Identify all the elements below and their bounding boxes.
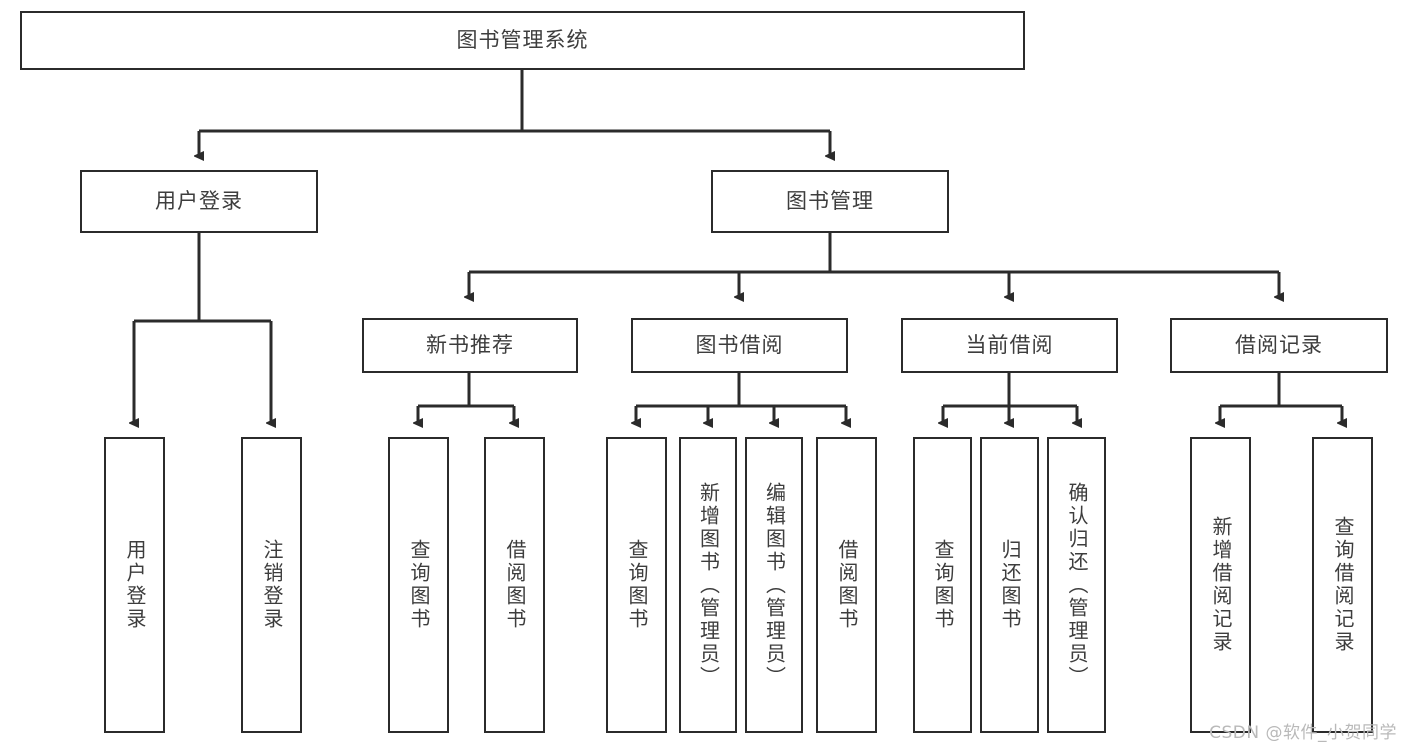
leaf-record-query-borrow-record[interactable]: 查询借阅记录 (1312, 437, 1373, 733)
node-label: 新增图书（管理员） (696, 481, 721, 689)
leaf-record-add-borrow-record[interactable]: 新增借阅记录 (1190, 437, 1251, 733)
node-label: 确认归还（管理员） (1065, 481, 1089, 689)
node-label: 图书管理系统 (456, 27, 589, 52)
watermark: CSDN @软件_小贺同学 (1209, 723, 1397, 743)
node-label: 查询图书 (931, 539, 955, 631)
node-label: 当前借阅 (965, 332, 1054, 357)
node-label: 图书管理 (786, 188, 874, 213)
node-label: 用户登录 (155, 188, 243, 213)
leaf-borrow-edit-book-admin[interactable]: 编辑图书（管理员） (745, 437, 803, 733)
node-current-borrow[interactable]: 当前借阅 (901, 318, 1118, 373)
leaf-current-query-book[interactable]: 查询图书 (913, 437, 972, 733)
node-label: 借阅图书 (503, 539, 527, 631)
node-label: 查询图书 (407, 539, 431, 631)
node-label: 查询借阅记录 (1331, 516, 1355, 654)
node-label: 查询图书 (625, 539, 649, 631)
node-user-login[interactable]: 用户登录 (80, 170, 318, 233)
node-label: 用户登录 (123, 539, 147, 631)
node-label: 新增借阅记录 (1209, 516, 1233, 654)
node-book-borrow[interactable]: 图书借阅 (631, 318, 848, 373)
leaf-new-book-query[interactable]: 查询图书 (388, 437, 449, 733)
node-label: 归还图书 (998, 539, 1022, 631)
leaf-current-return-book[interactable]: 归还图书 (980, 437, 1039, 733)
leaf-current-confirm-return-admin[interactable]: 确认归还（管理员） (1047, 437, 1106, 733)
leaf-new-book-borrow[interactable]: 借阅图书 (484, 437, 545, 733)
node-label: 新书推荐 (426, 332, 514, 357)
node-label: 借阅记录 (1235, 332, 1323, 357)
node-new-book-recommend[interactable]: 新书推荐 (362, 318, 578, 373)
leaf-borrow-add-book-admin[interactable]: 新增图书（管理员） (679, 437, 737, 733)
node-book-management[interactable]: 图书管理 (711, 170, 949, 233)
node-label: 图书借阅 (695, 332, 784, 357)
node-label: 注销登录 (260, 539, 284, 631)
node-label: 编辑图书（管理员） (762, 481, 787, 689)
node-root-system[interactable]: 图书管理系统 (20, 11, 1025, 70)
leaf-borrow-query-book[interactable]: 查询图书 (606, 437, 667, 733)
node-borrow-record[interactable]: 借阅记录 (1170, 318, 1388, 373)
leaf-user-login-signout[interactable]: 注销登录 (241, 437, 302, 733)
leaf-borrow-borrow-book[interactable]: 借阅图书 (816, 437, 877, 733)
leaf-user-login-signin[interactable]: 用户登录 (104, 437, 165, 733)
node-label: 借阅图书 (835, 539, 859, 631)
